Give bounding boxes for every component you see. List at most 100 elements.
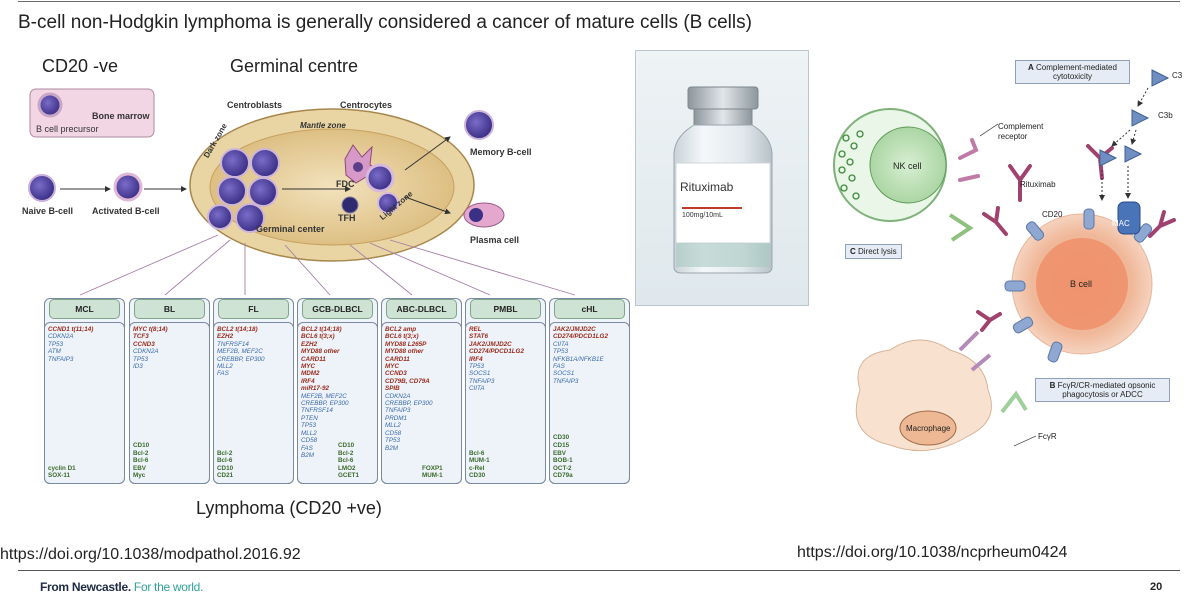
germinal-centre-heading: Germinal centre	[230, 56, 359, 76]
gene-entry: SPIB	[385, 385, 400, 393]
direct-lysis-box: C Direct lysis	[845, 244, 902, 259]
gene-entry: CREBBP, EP300	[385, 400, 433, 408]
gene-entry: CD274/PDCD1LG2	[553, 333, 608, 341]
gene-entry: MLL2	[217, 363, 233, 371]
marker-entry: OCT-2	[553, 464, 572, 472]
vial-dose: 100mg/10mL	[682, 212, 723, 219]
bone-marrow-label: Bone marrow	[92, 111, 150, 121]
gene-entry: CCND1 t(11;14)	[48, 326, 94, 333]
naive-label: Naive B-cell	[22, 206, 74, 216]
page-number: 20	[1150, 581, 1163, 593]
gene-entry: MYD88 other	[385, 348, 424, 356]
gene-entry: TP53	[48, 340, 64, 348]
centrocytes-label: Centrocytes	[340, 100, 393, 110]
gene-entry: BCL2 amp	[385, 326, 417, 333]
marker-entry: MUM-1	[422, 472, 443, 480]
gene-entry: CD58	[301, 437, 318, 445]
lymphoma-card-title: MCL	[49, 299, 120, 319]
macrophage-label: Macrophage	[906, 424, 951, 433]
rituximab-vial	[673, 86, 773, 274]
marker-entry: CD30	[553, 434, 570, 442]
gene-entry: SOCS1	[553, 370, 575, 378]
gene-entry: NFKB1A/NFKB1E	[553, 355, 604, 363]
lymphoma-card-title: PMBL	[470, 299, 541, 319]
gene-entry: miR17-92	[301, 385, 330, 393]
gene-entry: TNFAIP3	[385, 407, 411, 415]
gene-entry: IRF4	[469, 355, 483, 363]
marker-entry: EBV	[133, 464, 146, 472]
mantle-zone-label: Mantle zone	[300, 121, 346, 130]
gene-entry: MDM2	[301, 370, 320, 378]
lymphoma-label: Lymphoma (CD20 +ve)	[196, 498, 382, 518]
gene-entry: IRF4	[301, 377, 315, 385]
gene-entry: MYC t(8;14)	[133, 326, 168, 333]
gene-entry: CD274/PDCD1LG2	[469, 348, 524, 356]
gene-entry: MYC	[385, 363, 399, 371]
marker-entry: Bcl-2	[338, 449, 354, 457]
marker-entry: Bcl-2	[133, 449, 149, 457]
gene-entry: ATM	[48, 348, 61, 356]
gene-entry: CREBBP, EP300	[217, 355, 265, 363]
lymphoma-card-title: FL	[218, 299, 289, 319]
b-precursor-label: B cell precursor	[36, 124, 99, 134]
marker-entry: Bcl-2	[217, 449, 233, 457]
marker-entry: BOB-1	[553, 457, 573, 465]
marker-entry: c-Rel	[469, 464, 485, 472]
fcgr-label: FcγR	[1038, 432, 1057, 441]
rituximab-mechanism-diagram	[833, 69, 1176, 452]
gene-entry: MLL2	[301, 429, 317, 437]
marker-entry: CD15	[553, 442, 570, 450]
gene-entry: TCF3	[133, 333, 149, 341]
nk-cell-label: NK cell	[893, 161, 922, 171]
gene-entry: FAS	[301, 444, 313, 452]
vial-panel	[635, 50, 809, 306]
gene-entry: TP53	[469, 363, 485, 371]
right-doi[interactable]: https://doi.org/10.1038/ncprheum0424	[797, 544, 1068, 561]
left-doi[interactable]: https://doi.org/10.1038/modpathol.2016.9…	[0, 546, 301, 563]
gene-entry: TP53	[385, 437, 401, 445]
gene-entry: EZH2	[301, 340, 318, 348]
gene-entry: B2M	[385, 444, 398, 452]
marker-entry: GCET1	[338, 472, 359, 480]
gene-entry: CARD11	[385, 355, 410, 363]
lymphoma-card-title: GCB-DLBCL	[302, 299, 373, 319]
gene-entry: CCND3	[133, 340, 155, 348]
lymphoma-card-title: BL	[134, 299, 205, 319]
gene-entry: MLL2	[385, 422, 401, 430]
gene-entry: MEF2B, MEF2C	[301, 392, 347, 400]
gene-entry: JAK2/JMJD2C	[469, 340, 512, 348]
activated-label: Activated B-cell	[92, 206, 160, 216]
cd20-neg-heading: CD20 -ve	[42, 56, 119, 76]
gene-entry: CD58	[385, 429, 402, 437]
plasma-label: Plasma cell	[470, 235, 520, 245]
gene-entry: PTEN	[301, 414, 318, 422]
c3b-label: C3b	[1158, 111, 1173, 120]
marker-entry: Bcl-6	[133, 457, 149, 465]
gene-entry: CDKN2A	[48, 333, 74, 341]
gene-entry: CARD11	[301, 355, 326, 363]
gene-entry: BCL2 t(14;18)	[301, 326, 342, 333]
marker-entry: Bcl-6	[217, 457, 233, 465]
gene-entry: CD79B, CD79A	[385, 377, 430, 385]
gene-entry: PRDM1	[385, 414, 408, 422]
gene-entry: TNFRSF14	[301, 407, 333, 415]
mac-label: MAC	[1112, 219, 1130, 228]
gene-entry: B2M	[301, 451, 314, 459]
slide-title: B-cell non-Hodgkin lymphoma is generally…	[18, 12, 752, 33]
